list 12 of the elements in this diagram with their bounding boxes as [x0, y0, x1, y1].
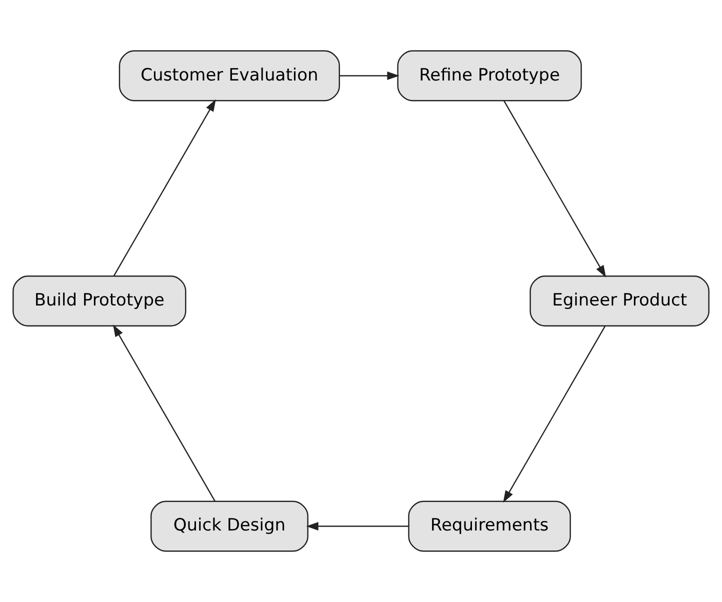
node-box: Customer Evaluation: [118, 50, 340, 102]
arrow: [503, 100, 606, 278]
node-box: Quick Design: [150, 500, 308, 552]
node-box: Build Prototype: [12, 275, 186, 327]
arrow: [112, 324, 216, 502]
node-box: Requirements: [408, 500, 571, 552]
arrow: [503, 326, 606, 503]
arrow: [306, 522, 409, 530]
arrow: [340, 72, 400, 80]
arrow: [113, 99, 216, 276]
node-box: Refine Prototype: [397, 50, 582, 102]
node-box: Egineer Product: [530, 275, 710, 327]
